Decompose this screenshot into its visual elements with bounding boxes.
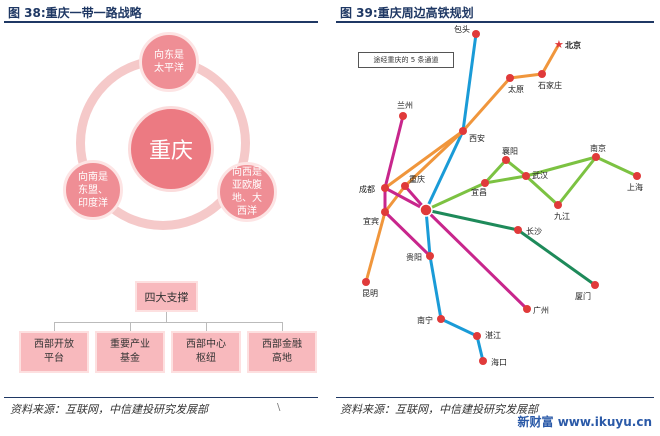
city-label: 昆明	[362, 289, 378, 298]
city-node	[592, 153, 600, 161]
city-node	[633, 172, 641, 180]
legend-box: 途经重庆的 5 条通道	[358, 52, 454, 68]
city-label: 成都	[359, 184, 375, 194]
direction-west-line: 亚欧腹	[232, 180, 262, 191]
city-node	[591, 281, 599, 289]
left-source-text: 资料来源：互联网，中信建投研究发展部	[10, 403, 208, 416]
pillar-connector	[282, 322, 283, 331]
city-label: 湛江	[485, 331, 501, 340]
city-label: 宜昌	[471, 187, 487, 197]
direction-west-circle: 向西是 亚欧腹 地、大 西洋	[217, 162, 277, 222]
pillar-line: 西部开放	[34, 339, 74, 350]
direction-south-circle: 向南是 东盟、 印度洋	[63, 160, 123, 220]
direction-west-line: 向西是	[232, 167, 262, 178]
direction-east-circle: 向东是 太平洋	[139, 32, 199, 92]
city-node	[502, 156, 510, 164]
pillar-box: 重要产业基金	[95, 331, 165, 373]
city-label: 南宁	[417, 315, 433, 325]
city-node	[554, 201, 562, 209]
city-label: 包头	[454, 24, 470, 34]
pillar-line: 西部中心	[186, 339, 226, 350]
city-node	[362, 278, 370, 286]
support-box: 四大支撑	[135, 281, 198, 312]
corridor-line-magenta	[383, 188, 432, 258]
pillar-connector-bar	[54, 322, 282, 323]
pillar-connector	[206, 322, 207, 331]
support-label: 四大支撑	[144, 290, 189, 304]
city-node	[437, 315, 445, 323]
city-label: 贵阳	[406, 252, 422, 262]
pillar-line: 基金	[120, 353, 140, 364]
city-label: 海口	[491, 357, 507, 367]
city-node	[401, 182, 409, 190]
city-node	[479, 357, 487, 365]
city-label: 武汉	[532, 170, 548, 180]
pillar-box: 西部金融高地	[247, 331, 317, 373]
city-node	[399, 112, 407, 120]
corridor-line-magenta	[383, 115, 529, 311]
city-node	[381, 208, 389, 216]
city-label: 上海	[627, 182, 643, 192]
city-node	[426, 252, 434, 260]
city-label: 南京	[590, 143, 606, 153]
city-node	[473, 332, 481, 340]
city-label: 长沙	[526, 226, 542, 236]
pillar-line: 枢纽	[196, 353, 216, 364]
city-label: 西安	[469, 133, 485, 143]
direction-south-line: 向南是	[78, 171, 108, 183]
direction-south-line: 印度洋	[78, 197, 108, 209]
left-bottom-rule	[4, 397, 318, 398]
city-node	[523, 305, 531, 313]
right-figure-title: 图 39:重庆周边高铁规划	[340, 6, 474, 20]
direction-west-line: 西洋	[237, 206, 257, 217]
pillar-line: 高地	[272, 353, 292, 364]
corridor-line-darkgreen	[425, 208, 596, 287]
corridor-line-lightgreen	[425, 155, 638, 212]
city-node	[472, 30, 480, 38]
direction-east-line: 向东是	[154, 50, 184, 61]
pillar-box: 西部开放平台	[19, 331, 89, 373]
support-connector	[166, 312, 167, 322]
center-label: 重庆	[148, 139, 193, 164]
city-label: 北京	[565, 40, 581, 50]
pillar-box: 西部中心枢纽	[171, 331, 241, 373]
separator-mark: \	[277, 402, 281, 413]
city-label: 宜宾	[363, 216, 379, 226]
city-label: 厦门	[575, 291, 591, 301]
city-label: 石家庄	[538, 80, 562, 90]
center-circle-chongqing: 重庆	[128, 106, 214, 192]
city-node	[514, 226, 522, 234]
left-title-rule	[4, 21, 318, 23]
legend-label: 途经重庆的 5 条通道	[373, 56, 439, 64]
city-label: 九江	[554, 212, 570, 221]
city-node	[538, 70, 546, 78]
city-label: 襄阳	[502, 146, 518, 156]
city-node	[381, 184, 389, 192]
pillar-connector	[54, 322, 55, 331]
city-node	[506, 74, 514, 82]
pillar-line: 重要产业	[110, 339, 150, 350]
left-figure-title: 图 38:重庆一带一路战略	[8, 6, 142, 20]
city-node	[481, 179, 489, 187]
city-label: 广州	[533, 305, 549, 315]
right-source-text: 资料来源：互联网，中信建投研究发展部	[340, 403, 538, 416]
capital-star-icon: ★	[554, 38, 564, 51]
pillar-connector	[130, 322, 131, 331]
city-label: 兰州	[397, 100, 413, 110]
city-node	[522, 172, 530, 180]
city-node	[459, 127, 467, 135]
direction-west-line: 地、大	[232, 193, 262, 204]
right-bottom-rule	[336, 397, 654, 398]
hub-node	[419, 203, 433, 217]
city-label: 太原	[508, 84, 524, 94]
right-title-rule	[336, 21, 654, 23]
corridor-line-orange	[364, 129, 465, 283]
city-label: 重庆	[409, 174, 425, 184]
pillar-line: 西部金融	[262, 339, 302, 350]
watermark: 新财富 www.ikuyu.cn	[517, 415, 652, 429]
direction-east-line: 太平洋	[154, 63, 184, 74]
pillar-line: 平台	[44, 353, 64, 364]
direction-south-line: 东盟、	[78, 184, 108, 196]
